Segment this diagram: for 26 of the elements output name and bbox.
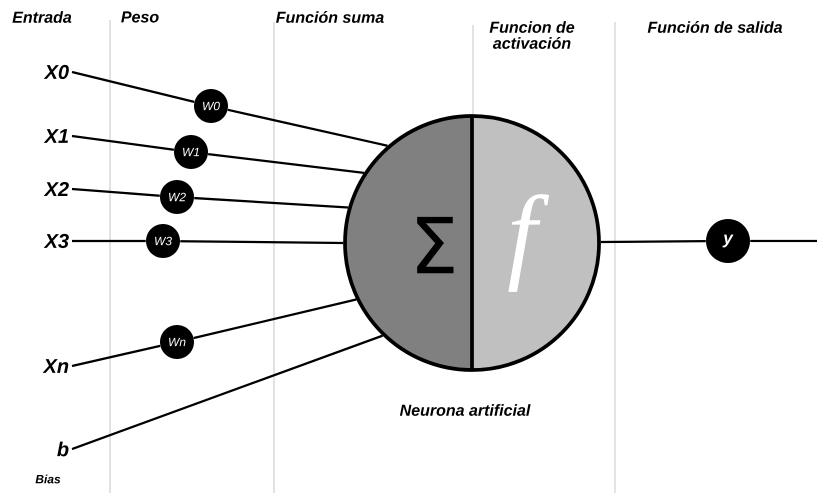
connector-line: [72, 344, 160, 368]
connector-line: [72, 134, 174, 151]
connector-line: [750, 240, 817, 242]
column-header: Entrada: [12, 11, 72, 23]
column-header: Función suma: [276, 11, 384, 23]
input-label: X0: [44, 64, 69, 80]
column-header: Función de salida: [648, 21, 782, 33]
connector-line: [72, 334, 383, 450]
input-label: X1: [44, 129, 68, 143]
connector-line: [194, 196, 348, 209]
connector-line: [72, 188, 160, 197]
connector-line: [72, 70, 194, 103]
connector-line: [600, 240, 706, 244]
neuron-caption: Neurona artificial: [400, 404, 531, 416]
connector-line: [72, 240, 146, 242]
column-header: Funcion de activación: [490, 21, 574, 49]
connector-line: [194, 298, 356, 340]
input-label: b: [57, 442, 68, 456]
input-label: Xn: [42, 359, 68, 373]
connector-line: [180, 240, 344, 244]
connector-line: [228, 108, 388, 147]
input-label: X3: [44, 234, 69, 248]
connector-line: [208, 152, 364, 174]
bias-caption: Bias: [36, 474, 60, 484]
input-label: X2: [44, 182, 69, 196]
column-header: Peso: [121, 11, 159, 23]
